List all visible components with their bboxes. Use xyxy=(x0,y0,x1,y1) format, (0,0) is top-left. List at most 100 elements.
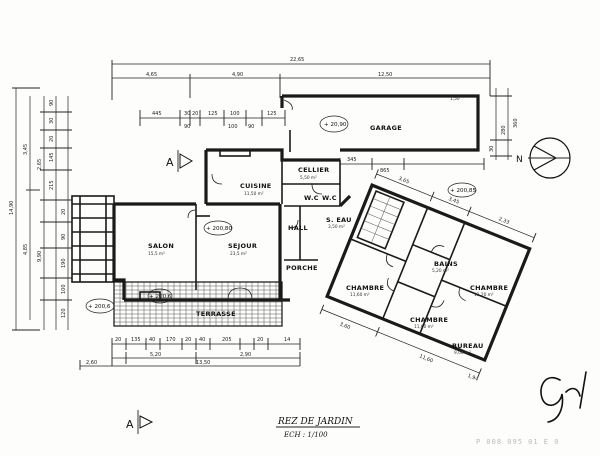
dim-left-small-0: 90 xyxy=(49,100,55,106)
dim-left-small-9: 120 xyxy=(61,308,67,318)
dim-left-c: 4,85 xyxy=(23,244,29,255)
north-arrow: N xyxy=(516,137,571,179)
chambre-right-area: 11,20 m² xyxy=(474,292,494,298)
dim-top-b: 4,90 xyxy=(232,72,243,78)
terrasse-label: TERRASSE xyxy=(196,310,236,318)
dim-right-c: 360 xyxy=(513,118,519,128)
bureau-label: BUREAU xyxy=(452,342,484,350)
sejour-label: SEJOUR xyxy=(228,242,257,250)
main-level: + 200,80 xyxy=(206,226,232,232)
chambre-left-area: 11,60 m² xyxy=(350,292,370,298)
pergola-level: + 200,6 xyxy=(88,304,111,310)
right-dimension-lines: 280 30 360 xyxy=(489,88,519,160)
dim-bottom-row-8: 14 xyxy=(284,337,290,343)
dim-left-small-1: 30 xyxy=(49,118,55,124)
dim-overall-top: 22,65 xyxy=(290,57,304,63)
architect-signature xyxy=(540,371,587,423)
chambre-left-label: CHAMBRE xyxy=(346,284,384,292)
dim-right-a: 280 xyxy=(501,125,507,135)
plan-title: REZ DE JARDIN xyxy=(277,417,354,427)
title-block: REZ DE JARDIN ECH : 1/100 xyxy=(276,417,360,439)
dim-bottom-row-3: 170 xyxy=(166,337,176,343)
level-markers: + 200,80 + 200,6 + 200,6 + 200,85 xyxy=(85,182,476,314)
dim-diag-b: 3,65 xyxy=(397,176,410,186)
chambre-bottom-area: 11,60 m² xyxy=(414,324,434,330)
wc-top-label: W.C xyxy=(304,194,319,202)
dim-left-small-3: 145 xyxy=(49,152,55,162)
dim-row2-1: 30 xyxy=(184,111,190,117)
dim-bottom-total: 13,50 xyxy=(196,360,210,366)
dim-diag-e: 11,60 xyxy=(418,354,434,365)
section-marker-bottom: A xyxy=(126,410,154,434)
dim-left-small-7: 190 xyxy=(61,258,67,268)
cellier-label: CELLIER xyxy=(298,166,329,174)
sejour-area: 23,5 m² xyxy=(230,251,247,257)
salon-area: 15,5 m² xyxy=(148,251,165,257)
dim-left-total: 14,90 xyxy=(9,201,15,215)
dim-row2-3: 125 xyxy=(208,111,218,117)
main-walls xyxy=(112,148,352,302)
section-marker-top: A xyxy=(166,150,193,172)
garage: GARAGE 1,50 + 20,90 xyxy=(280,94,480,152)
diagonal-dimensions: 3,65 3,45 2,33 3,60 11,60 1,94 xyxy=(319,169,537,383)
bains-label: BAINS xyxy=(434,260,458,268)
seau-area: 3,50 m² xyxy=(328,224,345,230)
dim-left-d: 9,90 xyxy=(37,251,43,262)
dim-row3-1: 865 xyxy=(380,168,390,174)
seau-label: S. EAU xyxy=(326,216,352,224)
dim-diag-c: 3,45 xyxy=(447,196,460,206)
left-dimension-lines: 14,90 3,45 4,85 2,65 9,90 90 30 20 145 2… xyxy=(9,87,72,331)
section-letter-bottom: A xyxy=(126,418,134,431)
dim-left-small-4: 215 xyxy=(49,180,55,190)
dim-row2b-0: 90 xyxy=(184,124,190,130)
dim-diag-d: 3,60 xyxy=(339,321,352,331)
dim-left-b: 2,65 xyxy=(37,159,43,170)
dim-right-e: 30 xyxy=(489,146,495,152)
dim-bottom-row-6: 205 xyxy=(222,337,232,343)
porche-label: PORCHE xyxy=(286,264,318,272)
dim-row2-0: 445 xyxy=(152,111,162,117)
dim-left-a: 3,45 xyxy=(23,144,29,155)
dim-row3-0: 345 xyxy=(347,157,357,163)
dim-bottom-row-0: 20 xyxy=(115,337,121,343)
dim-top-a: 4,65 xyxy=(146,72,157,78)
room-labels: CUISINE 11,50 m² CELLIER 5,50 m² SALON 1… xyxy=(148,166,508,356)
dim-bottom-row-2: 40 xyxy=(149,337,155,343)
dim-row2b-2: 90 xyxy=(248,124,254,130)
cuisine-area: 11,50 m² xyxy=(244,191,264,197)
dim-row2-5: 125 xyxy=(267,111,277,117)
dim-top-c: 12,50 xyxy=(378,72,392,78)
bedroom-wing xyxy=(325,183,532,363)
terrace-hatch xyxy=(113,281,283,327)
drawing-reference: P 008 095 01 E 0 xyxy=(476,438,559,446)
wc-low-label: W.C xyxy=(322,194,337,202)
dim-bottom-row-1: 135 xyxy=(131,337,141,343)
bureau-area: 9,00 m² xyxy=(454,350,471,356)
dim-diag-f: 1,94 xyxy=(466,373,479,383)
dim-row2-4: 100 xyxy=(230,111,240,117)
north-letter: N xyxy=(516,155,523,165)
dim-bottom-row-5: 40 xyxy=(199,337,205,343)
dim-bottom-c: 2,90 xyxy=(240,352,251,358)
section-letter-top: A xyxy=(166,156,174,169)
stair-level: + 200,85 xyxy=(450,188,476,194)
dim-bottom-row-4: 20 xyxy=(185,337,191,343)
dim-left-small-6: 90 xyxy=(61,234,67,240)
chambre-bottom-label: CHAMBRE xyxy=(410,316,448,324)
hall-label: HALL xyxy=(288,224,308,232)
salon-label: SALON xyxy=(148,242,174,250)
dim-row2-2: 20 xyxy=(192,111,198,117)
bottom-dimension-lines: 20 135 40 170 20 40 205 20 14 5,20 2,90 … xyxy=(79,337,301,370)
dim-bottom-row-7: 20 xyxy=(257,337,263,343)
garage-label: GARAGE xyxy=(370,124,402,132)
bains-area: 5,20 m² xyxy=(432,268,449,274)
dim-row2b-1: 100 xyxy=(228,124,238,130)
terrace-level: + 200,6 xyxy=(149,294,172,300)
doors xyxy=(139,149,323,301)
dim-bottom-b: 5,20 xyxy=(150,352,161,358)
plan-scale: ECH : 1/100 xyxy=(283,431,328,439)
top-dimension-lines: 22,65 4,65 4,90 12,50 445 30 20 125 100 … xyxy=(111,57,491,174)
garage-level: + 20,90 xyxy=(324,122,347,128)
